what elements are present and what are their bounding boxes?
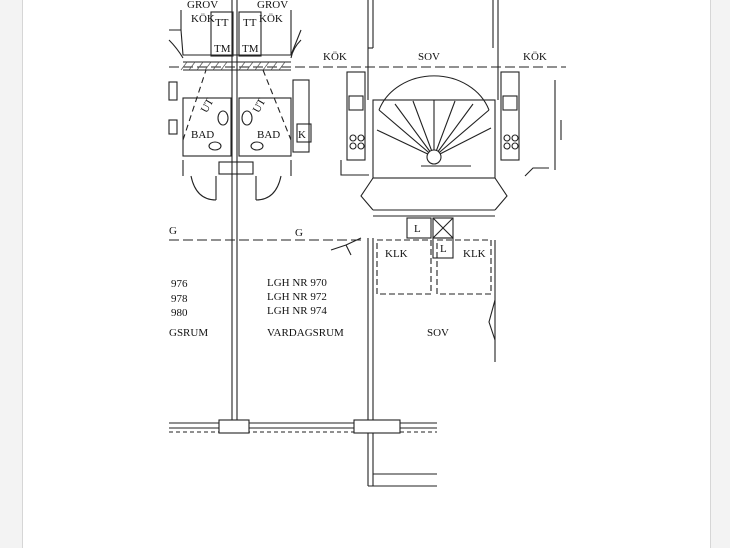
kitchen-counter-mid <box>346 71 366 161</box>
label-tm-left: TM <box>214 43 231 55</box>
label-kok-right-top: KÖK <box>259 13 283 25</box>
klk-right-outline <box>436 239 492 295</box>
label-kok-left-top: KÖK <box>191 13 215 25</box>
label-g-left: G <box>169 225 177 237</box>
label-apt-mid-2: LGH NR 972 <box>267 291 327 303</box>
stair-newel <box>426 149 442 165</box>
label-apt-left-1: 976 <box>171 278 188 290</box>
tt-box-right <box>238 11 262 57</box>
window-mid <box>353 419 401 434</box>
bath-right <box>238 97 292 157</box>
closet-l-lower <box>432 237 454 259</box>
grov-room-outline <box>169 10 302 56</box>
door-swing-bath-right <box>255 175 282 201</box>
label-l-lower: L <box>440 243 447 255</box>
label-tt-right: TT <box>243 17 257 29</box>
bath-left <box>182 97 232 157</box>
label-k-left: K <box>298 129 306 141</box>
label-tt-left: TT <box>215 17 229 29</box>
label-grov-right: GROV <box>257 0 288 11</box>
label-tm-right: TM <box>242 43 259 55</box>
label-sov-bottom: SOV <box>427 327 449 339</box>
wc-right <box>250 141 264 151</box>
label-g-mid: G <box>295 227 303 239</box>
label-room-left: GSRUM <box>169 327 208 339</box>
tt-box-left <box>210 11 234 57</box>
spiral-stair <box>376 75 492 167</box>
label-apt-left-3: 980 <box>171 307 188 319</box>
drawing-sheet: GROV GROV KÖK KÖK TT TT TM TM KÖK SOV KÖ… <box>22 0 711 548</box>
label-sov-top: SOV <box>418 51 440 63</box>
closet-l-upper <box>406 217 432 239</box>
label-room-mid: VARDAGSRUM <box>267 327 344 339</box>
label-bad-right: BAD <box>257 129 280 141</box>
floor-plan: GROV GROV KÖK KÖK TT TT TM TM KÖK SOV KÖ… <box>168 0 566 487</box>
klk-left-outline <box>376 239 432 295</box>
hall-left <box>168 39 302 59</box>
door-swing-bath-left <box>190 175 217 201</box>
sink-right <box>241 110 253 126</box>
label-apt-mid-3: LGH NR 974 <box>267 305 327 317</box>
label-apt-mid-1: LGH NR 970 <box>267 277 327 289</box>
label-bad-left: BAD <box>191 129 214 141</box>
window-left <box>218 419 250 434</box>
wc-left <box>208 141 222 151</box>
sink-left <box>217 110 229 126</box>
label-l-upper: L <box>414 223 421 235</box>
label-ut-left: UT <box>199 96 217 115</box>
label-kok-far-right: KÖK <box>523 51 547 63</box>
label-apt-left-2: 978 <box>171 293 188 305</box>
label-ut-right: UT <box>251 96 269 115</box>
label-klk-left: KLK <box>385 248 408 260</box>
label-grov-left: GROV <box>187 0 218 11</box>
label-klk-right: KLK <box>463 248 486 260</box>
label-kok-mid: KÖK <box>323 51 347 63</box>
